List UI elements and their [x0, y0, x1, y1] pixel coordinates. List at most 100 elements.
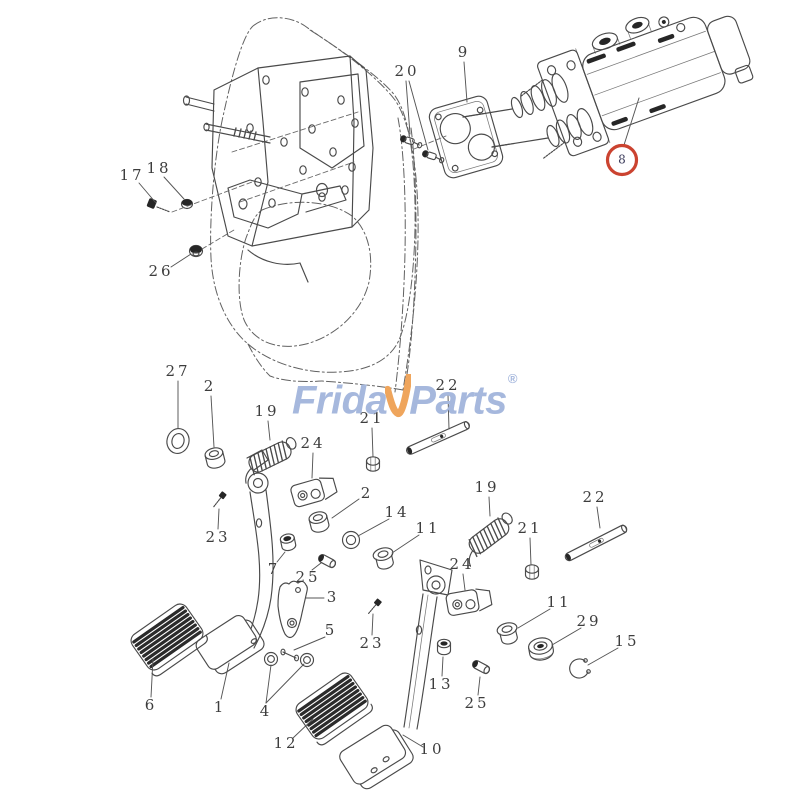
mounting-bracket — [182, 55, 374, 283]
push-rod-lower — [491, 137, 549, 148]
spring-19-left — [245, 437, 297, 484]
pedal-pad-6 — [130, 603, 208, 677]
part-label-24: 24 — [449, 555, 474, 573]
part-label-23: 23 — [359, 634, 384, 652]
leader-line-part-23 — [217, 508, 220, 530]
part-label-19: 19 — [474, 478, 499, 496]
part-label-2: 2 — [204, 377, 217, 395]
registered-trademark-symbol: ® — [507, 371, 518, 386]
cap-nut-7 — [279, 533, 297, 552]
pin-5 — [280, 648, 300, 662]
part-label-3: 3 — [327, 588, 340, 606]
leader-line-part-24 — [311, 452, 314, 479]
logo-y-swoosh-icon — [385, 374, 412, 418]
part-label-29: 29 — [576, 612, 601, 630]
bushing-29 — [528, 637, 554, 661]
leader-line-part-23 — [371, 613, 374, 636]
washer-27 — [166, 428, 190, 454]
pin-25-left — [318, 554, 337, 569]
leader-line-part-4 — [265, 664, 272, 704]
rod-22-left — [406, 421, 470, 455]
bolt-axis-dash — [171, 181, 253, 213]
leader-line-part-11 — [391, 534, 420, 554]
leader-line-part-2 — [331, 498, 360, 519]
part-label-21: 21 — [359, 409, 384, 427]
gasket-axis-dash — [413, 135, 447, 150]
part-label-7: 7 — [268, 560, 281, 578]
leader-line-part-22 — [596, 506, 601, 529]
logo-text-parts: Parts — [409, 378, 507, 423]
part-label-5: 5 — [325, 621, 338, 639]
push-rod-upper — [462, 108, 513, 118]
leader-line-part-15 — [587, 647, 619, 666]
bushing-2-upper — [204, 447, 226, 469]
leader-line-part-5 — [293, 636, 326, 651]
pedal-pad-10 — [339, 724, 414, 790]
part-label-11: 11 — [546, 593, 571, 611]
highlight-circle-icon — [605, 143, 639, 177]
part-label-27: 27 — [165, 362, 190, 380]
leader-line-part-4 — [265, 663, 305, 704]
bushing-2-lower — [308, 511, 330, 533]
part-label-26: 26 — [148, 262, 173, 280]
leader-line-part-20 — [408, 80, 429, 151]
washer-14 — [341, 530, 361, 550]
leader-lines — [138, 61, 619, 748]
master-cylinder-8 — [462, 15, 754, 160]
part-label-1: 1 — [214, 698, 227, 716]
pedal-arm-1 — [244, 449, 274, 649]
leader-line-part-9 — [463, 61, 468, 103]
leader-line-part-12 — [292, 718, 314, 739]
bushing-11-left — [372, 547, 394, 570]
part-label-13: 13 — [428, 675, 453, 693]
pedal-pad-1 — [195, 615, 265, 675]
bolt-17 — [146, 198, 171, 213]
leader-line-part-8 — [623, 97, 640, 146]
leader-line-part-21 — [529, 537, 532, 566]
clevis-24-left — [290, 477, 338, 508]
boot-lower — [546, 108, 594, 148]
part-label-20: 20 — [394, 62, 419, 80]
screw-23-right — [367, 598, 382, 615]
nut-26 — [188, 244, 204, 258]
leader-line-part-25 — [477, 676, 481, 696]
part-label-14: 14 — [384, 503, 409, 521]
pin-25-right — [472, 660, 491, 675]
spring-19-right — [468, 512, 513, 567]
leader-line-part-21 — [371, 427, 374, 458]
leader-line-part-6 — [150, 658, 154, 698]
cowl-panel-outline — [210, 17, 419, 393]
gasket-9 — [428, 95, 504, 179]
leader-line-part-2 — [210, 395, 215, 448]
bracket-3 — [277, 580, 308, 639]
nut-axis-dash — [201, 229, 235, 250]
leader-line-part-20 — [405, 80, 411, 135]
part-label-18: 18 — [146, 159, 171, 177]
leader-line-part-13 — [441, 656, 444, 677]
screw-23-left — [212, 491, 227, 508]
leader-line-part-24 — [462, 573, 466, 591]
leader-line-part-11 — [517, 608, 551, 629]
clevis-24-right — [445, 588, 493, 616]
part-label-25: 25 — [295, 568, 320, 586]
bleeder-fittings-20 — [400, 135, 445, 164]
leader-line-part-19 — [488, 496, 491, 517]
part-label-25: 25 — [464, 694, 489, 712]
leader-line-part-1 — [220, 662, 230, 700]
highlighted-part-8: 8 — [605, 97, 640, 177]
nut-21-left — [365, 456, 381, 472]
part-label-2: 2 — [361, 484, 374, 502]
logo-text-frida: Frida — [292, 378, 388, 423]
rod-22-right — [564, 524, 628, 562]
fridayparts-logo: Frida Parts® — [292, 371, 518, 423]
part-label-9: 9 — [458, 43, 471, 61]
pedal-arm-10 — [403, 559, 453, 730]
nut-13 — [436, 638, 452, 656]
leader-line-part-17 — [138, 182, 157, 204]
nut-18 — [180, 198, 194, 210]
leader-line-part-14 — [357, 518, 390, 537]
leader-line-part-25 — [311, 562, 322, 571]
